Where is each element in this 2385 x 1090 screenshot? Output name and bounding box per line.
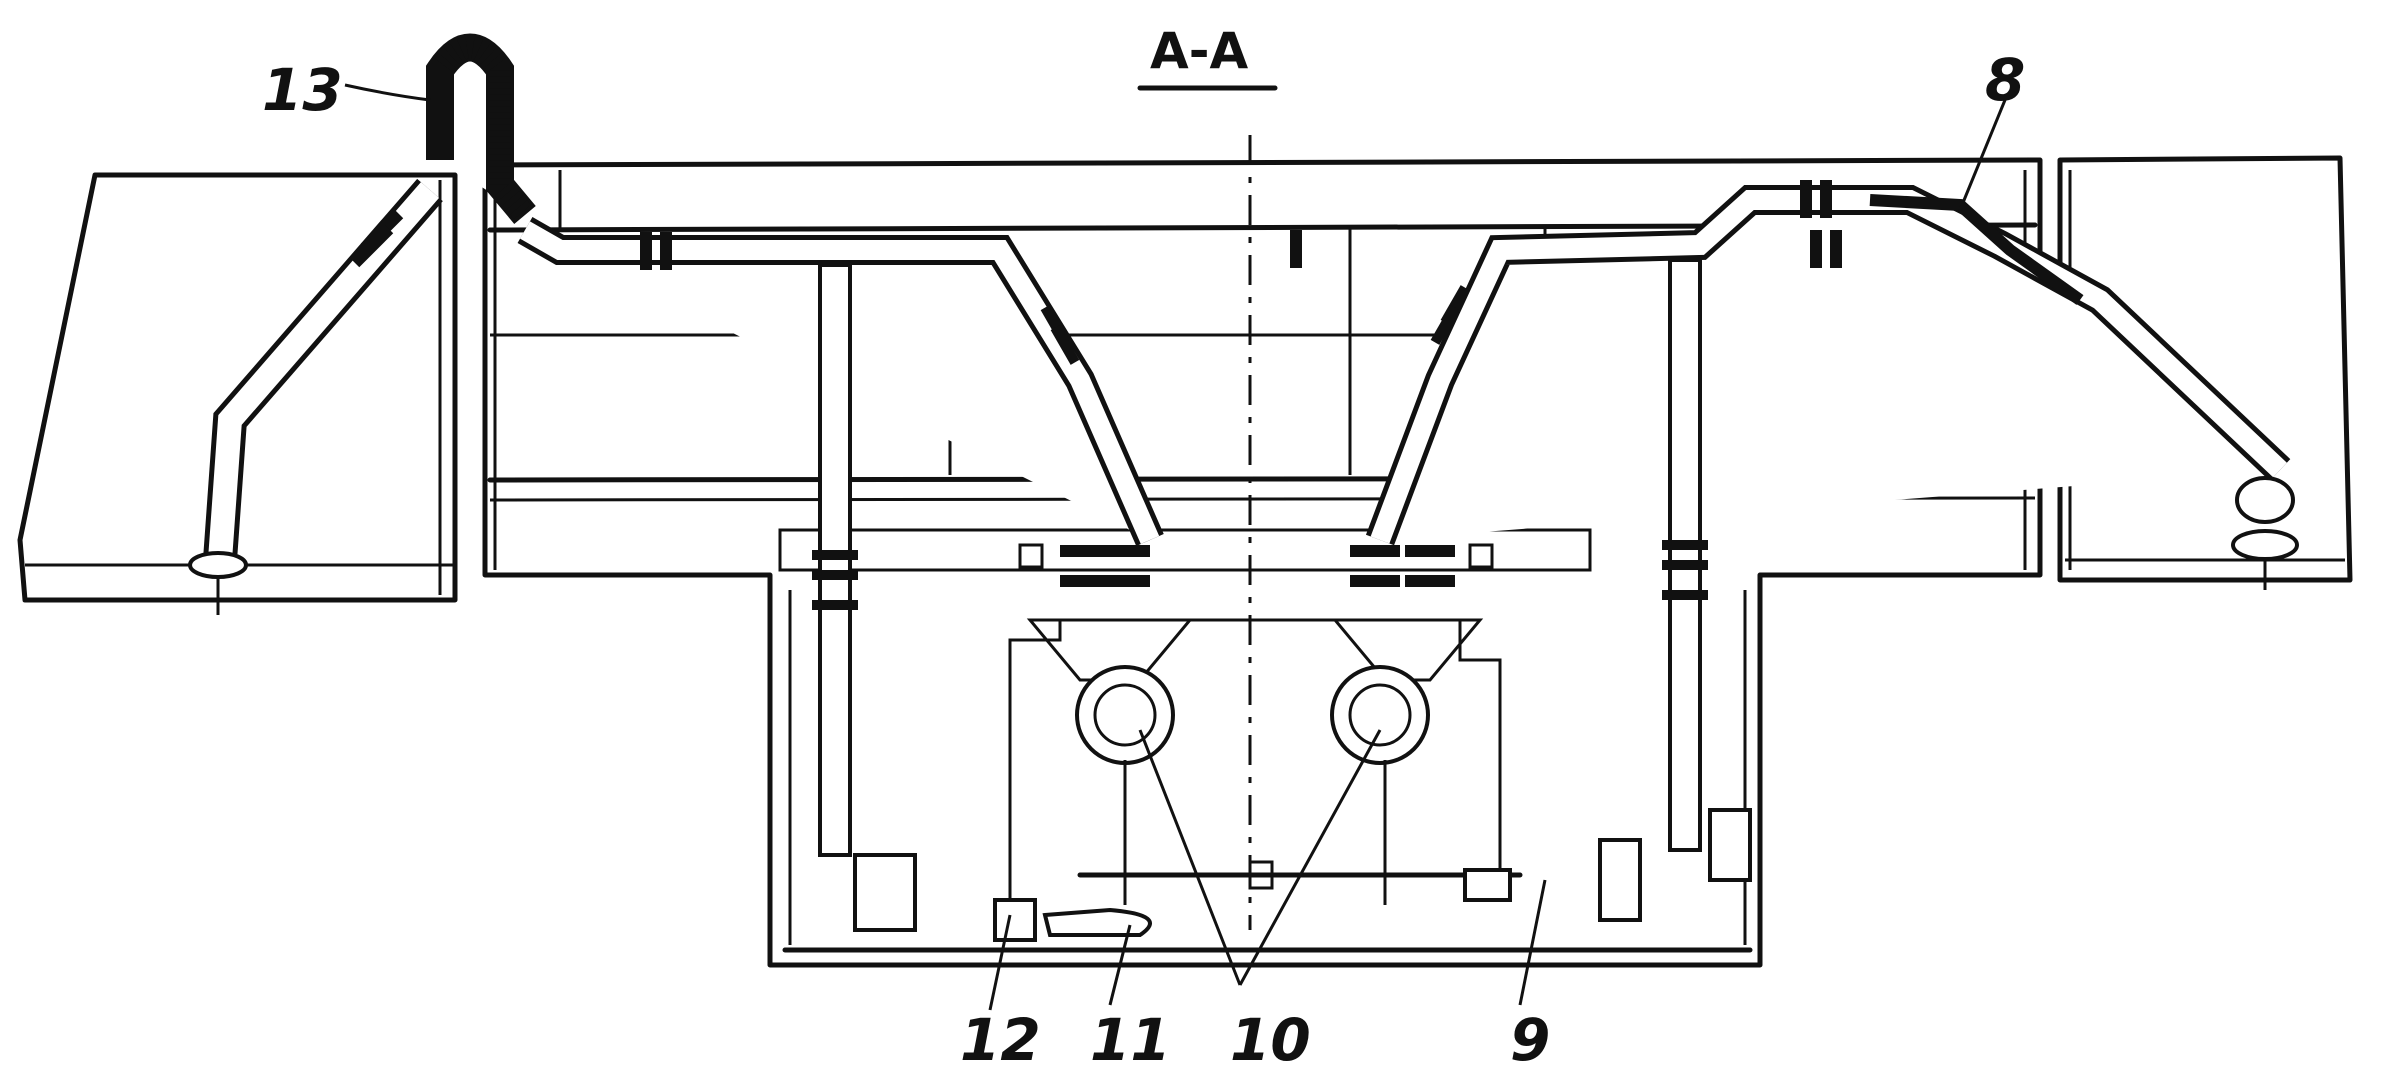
section-title: A-A	[1150, 22, 1248, 80]
label-8: 8	[1985, 46, 2025, 114]
label-12: 12	[960, 1006, 1041, 1074]
rotor-units	[1008, 545, 1523, 905]
left-pipe	[188, 178, 443, 615]
callout-labels: 13 8 12 11 10 9	[262, 46, 2025, 1074]
right-fitting	[2231, 476, 2299, 590]
vertical-risers	[812, 258, 1708, 857]
bottom-equipment	[853, 808, 1752, 942]
leader-lines	[344, 83, 2007, 1011]
section-title-group: A-A	[1137, 22, 1278, 91]
label-13: 13	[262, 56, 343, 124]
label-9: 9	[1510, 1006, 1550, 1074]
label-10: 10	[1230, 1006, 1311, 1074]
flexible-hose-13	[426, 33, 536, 224]
label-11: 11	[1090, 1006, 1171, 1074]
top-manifold	[517, 180, 2291, 547]
